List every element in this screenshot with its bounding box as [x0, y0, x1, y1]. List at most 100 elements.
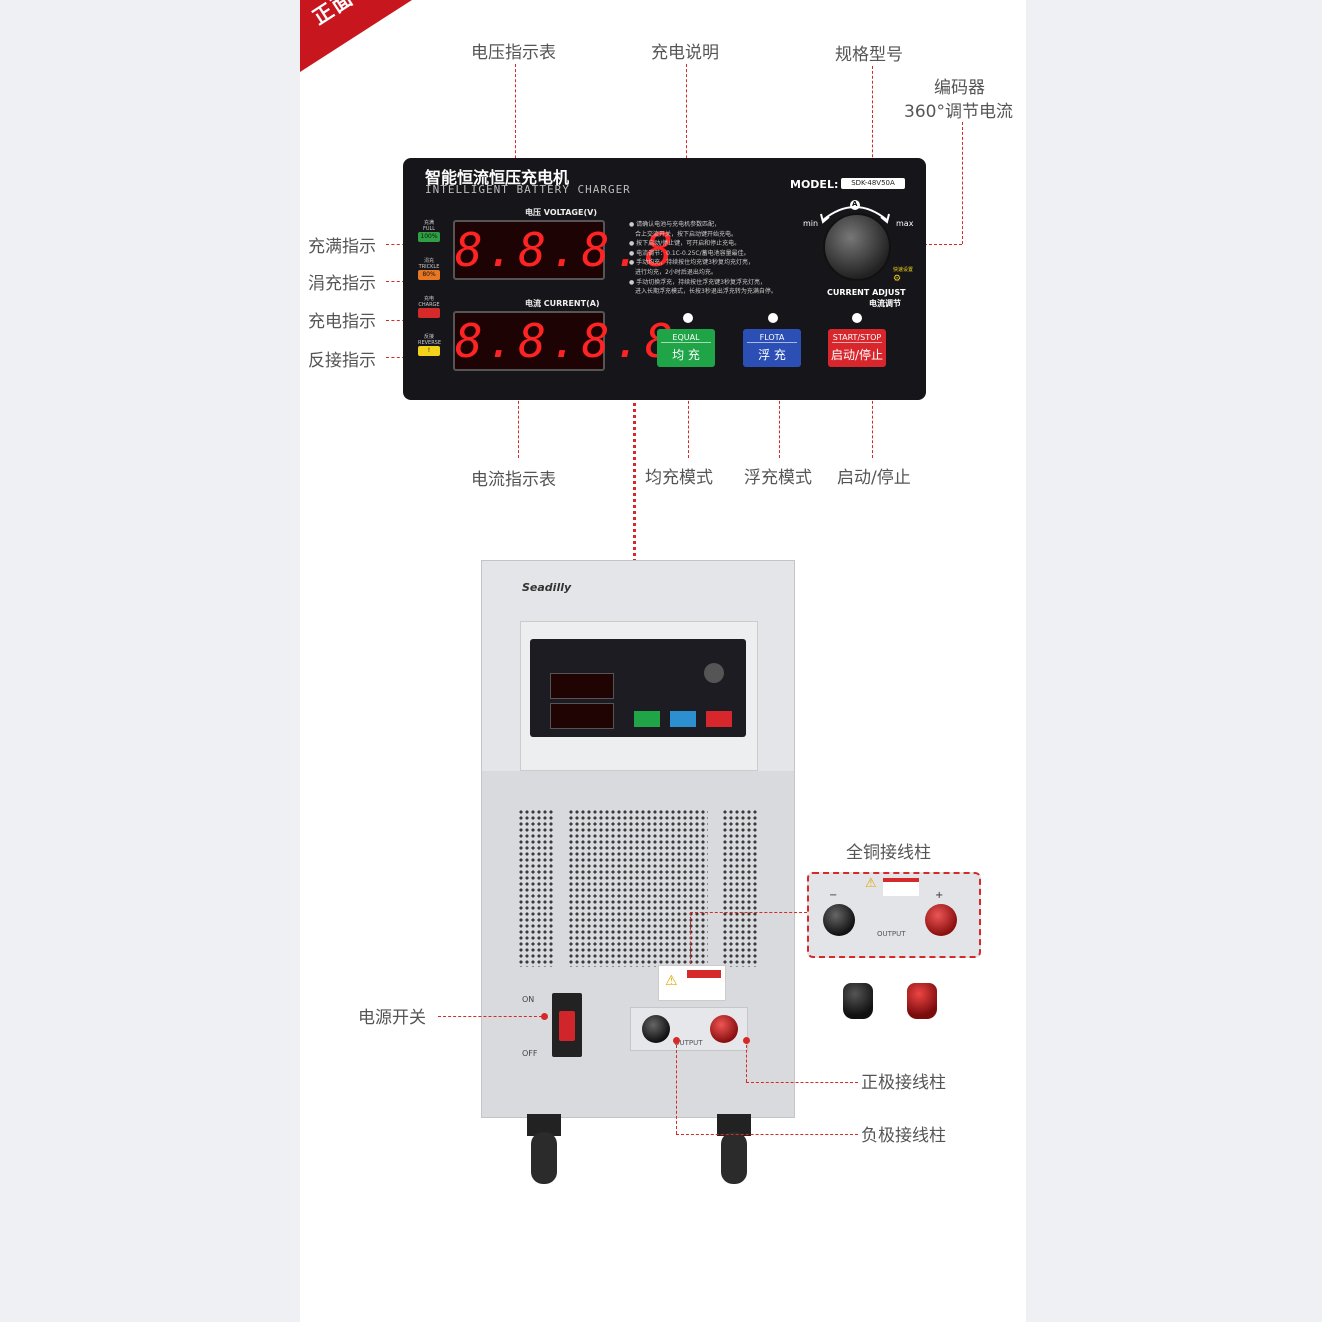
- positive-terminal[interactable]: [710, 1015, 738, 1043]
- equal-charge-button[interactable]: EQUAL 均 充: [657, 329, 715, 367]
- switch-on-label: ON: [522, 995, 535, 1004]
- leader-full-indicator: [386, 244, 416, 245]
- warning-icon: ⚠: [865, 876, 877, 891]
- leader-positive-terminal: [746, 1082, 858, 1083]
- vent-right: [722, 809, 758, 967]
- callout-reverse-indicator: 反接指示: [308, 351, 376, 371]
- warning-tag: [883, 878, 919, 896]
- float-charge-button[interactable]: FLOTA 浮 充: [743, 329, 801, 367]
- callout-equal-mode: 均充模式: [645, 468, 713, 488]
- minus-label: −: [829, 890, 838, 901]
- charge-indicator: 充电 CHARGE: [418, 296, 440, 318]
- mini-voltage-display: [550, 673, 614, 699]
- panel-title: 智能恒流恒压充电机: [425, 168, 570, 187]
- current-label: 电流 CURRENT(A): [525, 299, 600, 308]
- knob-max-label: max: [896, 219, 914, 228]
- instruction-line: ● 手动均充，持续按住均充键3秒复均充灯亮，: [629, 259, 754, 267]
- mini-current-display: [550, 703, 614, 729]
- current-display: 8.8.8.8: [453, 311, 673, 371]
- float-led: [768, 313, 778, 323]
- start-button-en: START/STOP: [832, 329, 882, 343]
- leader-dot: [743, 1037, 750, 1044]
- quick-set-label: 快速设置: [893, 267, 914, 273]
- leader-positive-terminal: [746, 1040, 747, 1082]
- mini-knob: [704, 663, 724, 683]
- callout-charge-notes: 充电说明: [651, 43, 719, 63]
- switch-lever: [559, 1011, 575, 1041]
- callout-encoder: 编码器: [934, 78, 985, 98]
- callout-float-mode: 浮充模式: [744, 468, 812, 488]
- knob-unit: A: [852, 200, 858, 208]
- callout-model-spec: 规格型号: [835, 45, 903, 65]
- warning-icon: !: [418, 346, 440, 356]
- charge-indicator-cn: 充电: [423, 296, 434, 302]
- leader-model-spec: [872, 66, 873, 172]
- equal-button-en: EQUAL: [661, 329, 711, 343]
- quick-set-icon: ⚙: [893, 274, 902, 284]
- full-indicator-en: FULL: [422, 226, 436, 232]
- brand-logo: Seadilly: [522, 581, 572, 594]
- leader-negative-terminal: [676, 1134, 858, 1135]
- equal-button-cn: 均 充: [672, 348, 700, 362]
- caster-wheel-left: [519, 1114, 569, 1186]
- leader-reverse-indicator: [386, 357, 416, 358]
- negative-terminal[interactable]: [642, 1015, 670, 1043]
- equal-led: [683, 313, 693, 323]
- instruction-line: 进行均充，2小时后退出均充。: [629, 268, 717, 276]
- reverse-indicator: 反接 REVERSE !: [418, 334, 442, 356]
- voltage-display: 8.8.8.8: [453, 220, 673, 280]
- leader-float-mode: [779, 396, 780, 458]
- knob-min-label: min: [803, 219, 819, 228]
- mini-float-button: [670, 711, 696, 727]
- voltage-label: 电压 VOLTAGE(V): [525, 208, 597, 217]
- leader-trickle-indicator: [386, 281, 416, 282]
- instruction-line: 合上交流开关，按下启动键开始充电。: [629, 230, 738, 238]
- callout-negative-terminal: 负极接线柱: [861, 1126, 946, 1146]
- trickle-indicator: 涓充 TRICKLE 80%: [418, 258, 440, 280]
- inset-positive-terminal: [925, 904, 957, 936]
- current-adjust-knob[interactable]: [823, 213, 891, 281]
- callout-copper-terminal: 全铜接线柱: [846, 843, 931, 863]
- mini-equal-button: [634, 711, 660, 727]
- callout-start-stop: 启动/停止: [837, 468, 911, 488]
- leader-charge-indicator: [386, 320, 416, 321]
- leader-encoder: [962, 122, 963, 244]
- full-indicator-cn: 充满: [423, 220, 434, 226]
- start-button-cn: 启动/停止: [830, 348, 884, 362]
- callout-positive-terminal: 正极接线柱: [861, 1073, 946, 1093]
- reverse-indicator-en: REVERSE: [418, 340, 442, 346]
- charger-cabinet: Seadilly ON OFF ⚠ OUTPUT: [481, 560, 795, 1118]
- leader-dot: [673, 1037, 680, 1044]
- switch-off-label: OFF: [522, 1049, 538, 1058]
- callout-power-switch: 电源开关: [358, 1008, 426, 1028]
- instruction-line: ● 电流调节：0.1C-0.25C/蓄电池容量最佳。: [629, 249, 750, 257]
- full-indicator: 充满 FULL 100%: [418, 220, 440, 242]
- reverse-indicator-cn: 反接: [423, 334, 434, 340]
- callout-charge-indicator: 充电指示: [308, 312, 376, 332]
- trickle-indicator-lamp: 80%: [418, 270, 440, 280]
- leader-voltage-meter: [515, 64, 516, 204]
- warning-icon: ⚠: [665, 973, 678, 989]
- power-switch[interactable]: [552, 993, 582, 1057]
- trickle-indicator-cn: 涓充: [423, 258, 434, 264]
- mini-start-button: [706, 711, 732, 727]
- full-indicator-lamp: 100%: [418, 232, 440, 242]
- instruction-line: ● 按下启动/停止键，可开启和停止充电。: [629, 240, 741, 248]
- leader-copper-terminal: [690, 912, 807, 913]
- leader-encoder: [904, 244, 962, 245]
- leader-current-meter: [518, 396, 519, 458]
- red-terminal-cap: [907, 983, 937, 1019]
- callout-trickle-indicator: 涓充指示: [308, 274, 376, 294]
- output-label: OUTPUT: [674, 1039, 703, 1047]
- vent-center: [568, 809, 708, 967]
- model-label: MODEL:: [790, 178, 839, 191]
- control-panel: 智能恒流恒压充电机 INTELLIGENT BATTERY CHARGER 电压…: [403, 158, 926, 400]
- inset-output-label: OUTPUT: [877, 930, 906, 938]
- trickle-indicator-en: TRICKLE: [418, 264, 440, 270]
- warning-stripe: [687, 970, 721, 978]
- inset-negative-terminal: [823, 904, 855, 936]
- start-stop-button[interactable]: START/STOP 启动/停止: [828, 329, 886, 367]
- leader-start-stop: [872, 396, 873, 458]
- front-view-badge: [300, 0, 412, 72]
- charge-indicator-lamp: [418, 308, 440, 318]
